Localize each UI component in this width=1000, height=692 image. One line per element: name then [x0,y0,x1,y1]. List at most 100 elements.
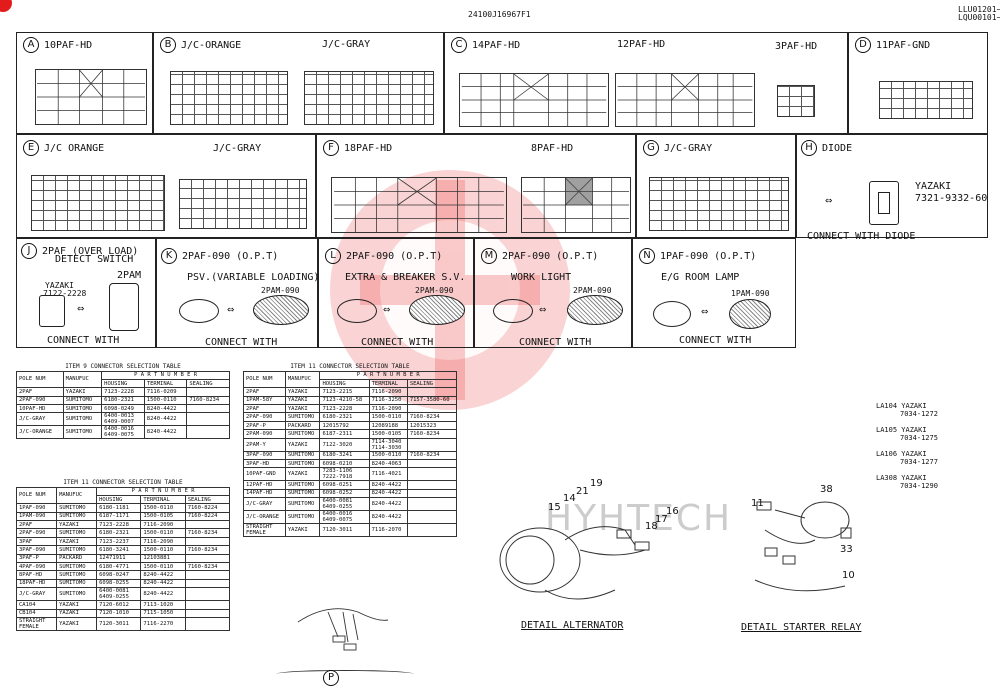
panel-k-letter: K [161,248,177,264]
table-cell: 8240-4422 [143,412,188,427]
table-cell: 8240-4422 [368,488,408,499]
table-cell [406,523,458,538]
panel-g-connector [649,177,789,231]
panel-j-letter: J [21,243,37,259]
panel-f-connector-8 [521,177,631,233]
table-cell: 7160-8234 [406,450,458,461]
panel-l-sub: EXTRA & BREAKER S.V. [345,272,466,283]
table-cell: 18PAF-HD [15,578,58,589]
table-cell: 7123-2228 [319,404,370,414]
table-cell: 6180-1181 [96,503,142,513]
starter-callout-10: 10 [842,570,855,581]
table-cell: 7120-1010 [96,608,142,618]
panel-f-letter: F [323,140,339,156]
table-cell [186,404,230,414]
panel-j-maker: YAZAKI [45,281,74,290]
panel-f-connector-18 [331,177,507,233]
table-cell: 7120-6012 [96,600,142,610]
panel-e-title-1: J/C ORANGE [44,143,105,154]
table-cell: SUMITOMO [284,488,321,499]
panel-e-title-2: J/C-GRAY [213,143,262,154]
col-sealing: SEALING [186,378,230,389]
alt-callout-16: 16 [666,506,679,517]
table-cell [406,510,458,525]
table-cell: 6180-2321 [319,412,370,422]
table-cell: 6180-4771 [96,561,142,572]
table-cell: 2PAF [16,387,64,397]
la-entry: LA105 YAZAKI [876,426,927,434]
table-cell [406,480,458,490]
alt-callout-14: 14 [563,493,576,504]
table-cell: 12015323 [406,420,458,431]
table-cell: SUMITOMO [56,561,98,572]
table-cell: 2PAF [15,520,58,530]
table-cell: SUMITOMO [284,412,321,422]
panel-n-mate: 1PAM-090 [731,289,770,298]
doc-number: 24100J16967F1 [468,10,531,19]
table-cell: SUMITOMO [62,425,103,440]
la-part: 7034-1277 [900,458,938,466]
la-entry: LA106 YAZAKI [876,450,927,458]
panel-k-plug-icon [179,299,219,323]
panel-k-socket-icon [253,295,309,325]
table-cell: 6098-0255 [96,578,142,589]
table-cell: YAZAKI [284,437,321,452]
table-cell: 2PAF [243,404,286,414]
table-cell: 1500-0110 [143,395,188,406]
detail-starter-relay-title: DETAIL STARTER RELAY [741,622,862,633]
panel-n-plug-icon [653,301,691,327]
la-entry: LA104 YAZAKI [876,402,927,410]
panel-l-title: 2PAF-090 (O.P.T) [346,251,443,262]
table-cell: 1500-0110 [140,545,186,555]
table-cell: 2PAF-P [243,420,286,431]
alt-callout-17: 17 [655,514,668,525]
table-cell: 7115-1050 [140,608,186,618]
table-cell: 7283-1106 7222-7918 [319,467,370,482]
panel-m-letter: M [481,248,497,264]
table-cell: SUMITOMO [284,429,321,439]
table-cell: YAZAKI [284,523,321,538]
table-cell: 1PAF-090 [15,503,58,513]
panel-h-diode-icon [869,181,899,225]
table-cell: 7113-1020 [140,600,186,610]
table-cell: 6400-0013 6409-0007 [101,412,145,427]
panel-a-title: 10PAF-HD [44,40,93,51]
table-cell: 7116-2270 [140,616,186,631]
table-cell [184,570,231,580]
col-maker: MANUFUC [284,370,321,389]
panel-l-arrow-icon: ⇔ [383,302,391,316]
panel-h-letter: H [801,140,817,156]
table-cell: 1PAM-090 [15,511,58,522]
panel-m-arrow-icon: ⇔ [539,302,547,316]
table-cell: SUMITOMO [56,578,98,589]
table-cell: SUMITOMO [284,450,321,461]
table-cell: J/C-GRAY [15,587,58,602]
panel-d-letter: D [855,37,871,53]
watermark-text: HYHTECH [545,498,733,539]
table-cell: 2PAF-090 [243,412,286,422]
panel-j-title-1: 2PAF (OVER LOAD) [42,246,139,257]
table-cell: 6180-3241 [96,545,142,555]
table-cell: 7114-3040 7114-3030 [368,437,408,452]
panel-k-mate: 2PAM-090 [261,286,300,295]
panel-p-sketch [297,608,389,651]
starter-relay-drawing [754,501,852,592]
table-cell: 7160-8234 [406,429,458,439]
table-item9: ITEM 9 CONNECTOR SELECTION TABLE POLE NU… [16,362,230,440]
table-cell: 7160-8234 [184,561,231,572]
table-cell: 7160-8234 [184,528,231,538]
